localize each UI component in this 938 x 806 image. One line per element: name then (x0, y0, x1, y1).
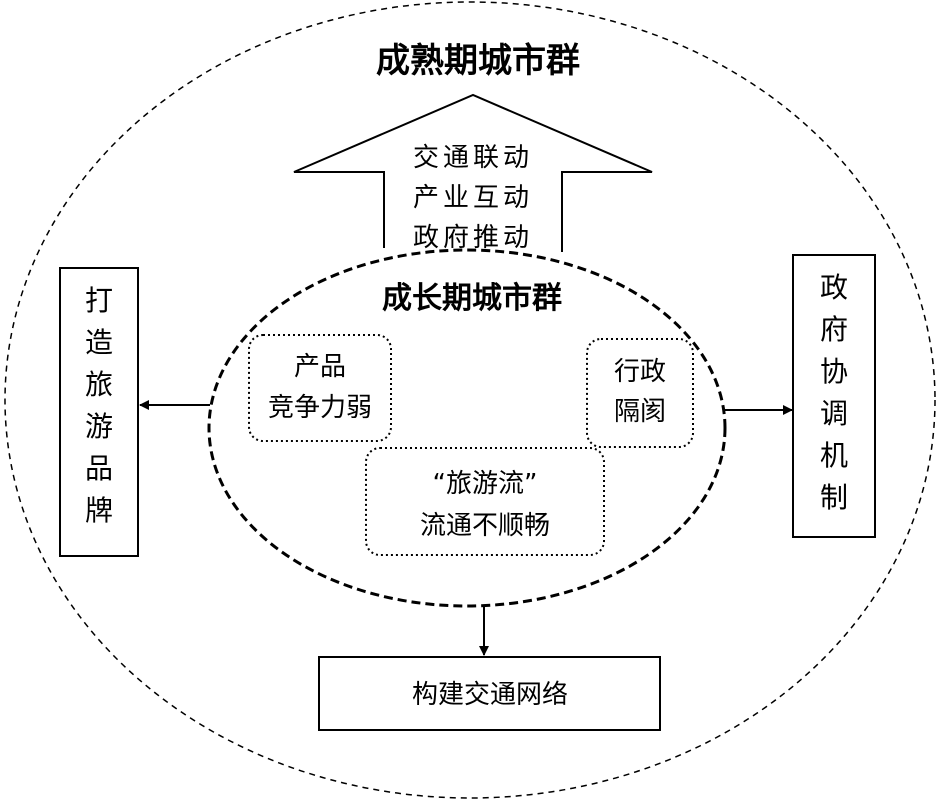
solution-right-char-4: 调 (820, 397, 848, 430)
solution-left-char-2: 造 (85, 326, 113, 359)
problem-admin-line-2: 隔阂 (614, 397, 666, 427)
up-arrow-line-3: 政府推动 (413, 223, 533, 253)
solution-right-char-5: 机 (820, 439, 848, 472)
solution-left-char-1: 打 (85, 284, 113, 317)
solution-left-char-3: 旅 (85, 368, 113, 401)
up-arrow-line-1: 交通联动 (413, 143, 533, 173)
solution-bottom-label: 构建交通网络 (412, 680, 568, 710)
problem-flow-box: “旅游流” 流通不顺畅 (365, 447, 605, 556)
solution-right-char-1: 政 (820, 271, 848, 304)
problem-product-line-2: 竞争力弱 (268, 393, 372, 423)
problem-product-box: 产品 竞争力弱 (248, 334, 392, 442)
inner-growth-cluster-ellipse (207, 248, 727, 608)
solution-right-box: 政 府 协 调 机 制 (792, 254, 876, 538)
solution-left-box: 打 造 旅 游 品 牌 (59, 267, 139, 557)
solution-bottom-box: 构建交通网络 (318, 656, 661, 731)
up-arrow (293, 93, 653, 252)
up-arrow-labels: 交通联动 产业互动 政府推动 (413, 143, 533, 253)
solution-right-char-2: 府 (820, 313, 848, 346)
problem-flow-line-1: “旅游流” (433, 469, 538, 499)
problem-product-line-1: 产品 (294, 352, 346, 382)
solution-left-char-5: 品 (85, 452, 113, 485)
problem-admin-box: 行政 隔阂 (586, 338, 694, 448)
solution-right-char-3: 协 (820, 355, 848, 388)
problem-admin-line-1: 行政 (614, 357, 666, 387)
up-arrow-line-2: 产业互动 (413, 183, 533, 213)
solution-left-char-6: 牌 (85, 494, 113, 527)
inner-title: 成长期城市群 (382, 281, 562, 316)
solution-left-char-4: 游 (85, 410, 113, 443)
outer-mature-cluster-ellipse (4, 1, 936, 799)
problem-flow-line-2: 流通不顺畅 (420, 511, 550, 541)
outer-title: 成熟期城市群 (376, 41, 580, 81)
solution-right-char-6: 制 (820, 481, 848, 514)
